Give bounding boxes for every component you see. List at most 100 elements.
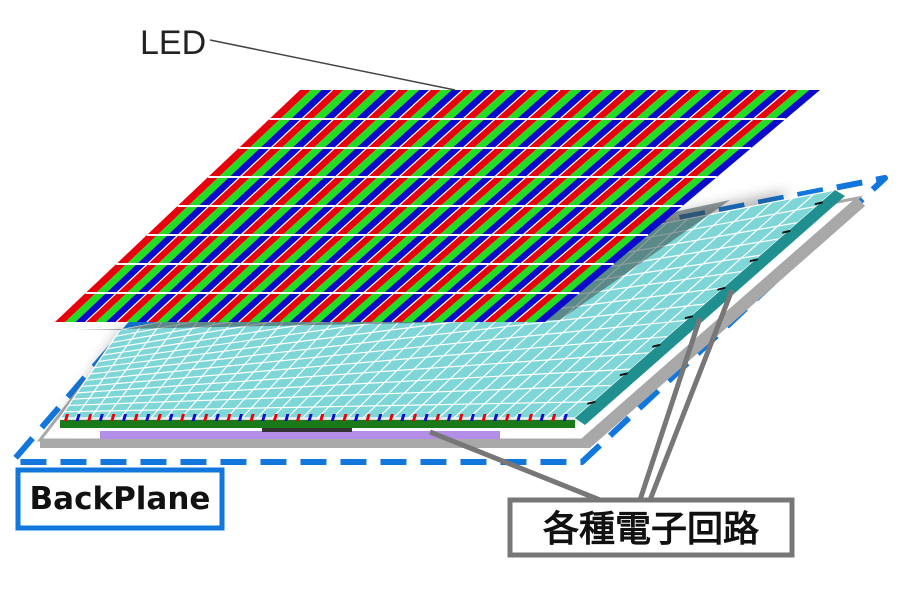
- led-subpixel: [199, 206, 241, 235]
- backplane-label-box: BackPlane: [15, 467, 225, 531]
- led-subpixel: [320, 293, 364, 322]
- led-subpixel: [271, 235, 314, 264]
- side-tick: [587, 400, 596, 405]
- led-subpixel: [486, 264, 531, 293]
- led-subpixel: [452, 119, 496, 148]
- led-subpixel: [425, 264, 469, 293]
- led-subpixel: [515, 148, 560, 177]
- led-subpixel: [136, 293, 179, 322]
- pin-tick: [249, 414, 255, 421]
- pin-tick: [261, 414, 267, 421]
- led-subpixel: [373, 264, 417, 293]
- led-subpixel: [452, 90, 495, 119]
- led-subpixel: [678, 90, 723, 119]
- led-subpixel: [598, 177, 643, 206]
- led-subpixel: [272, 177, 315, 206]
- tft-grid-line: [68, 384, 613, 407]
- led-subpixel: [494, 148, 538, 177]
- led-subpixel: [495, 119, 539, 148]
- led-subpixel: [522, 206, 567, 235]
- led-subpixel: [335, 177, 378, 206]
- led-subpixel: [230, 235, 273, 264]
- led-subpixel: [587, 177, 633, 206]
- led-subpixel: [619, 177, 664, 206]
- pin-tick: [133, 414, 139, 421]
- led-subpixel: [602, 90, 647, 119]
- led-subpixel: [616, 206, 662, 235]
- led-subpixel: [591, 119, 636, 148]
- led-subpixel: [533, 206, 578, 235]
- pin-tick: [412, 414, 417, 421]
- led-subpixel: [323, 235, 367, 264]
- led-subpixel: [146, 293, 189, 322]
- led-subpixel: [441, 119, 485, 148]
- led-subpixel: [428, 206, 473, 235]
- led-subpixel: [538, 264, 583, 293]
- pin-tick: [98, 414, 104, 421]
- led-subpixel: [289, 293, 333, 322]
- led-subpixel: [481, 206, 525, 235]
- led-subpixel: [157, 293, 199, 322]
- led-subpixel: [146, 206, 188, 235]
- led-subpixel: [363, 264, 407, 293]
- led-subpixel: [559, 90, 604, 119]
- led-subpixel: [501, 206, 546, 235]
- backplane-label: BackPlane: [30, 481, 211, 517]
- led-subpixel: [627, 206, 672, 235]
- led-subpixel: [572, 235, 617, 264]
- led-subpixel: [167, 293, 210, 322]
- led-subpixel: [240, 177, 283, 206]
- side-pin-ticks: [587, 201, 823, 405]
- led-subpixel: [493, 177, 537, 206]
- led-subpixel: [548, 119, 592, 148]
- led-subpixel: [497, 264, 542, 293]
- led-subpixel: [270, 264, 314, 293]
- led-subpixel: [269, 90, 311, 119]
- led-subpixel: [261, 148, 303, 177]
- led-subpixel: [463, 119, 506, 148]
- circuits-leader-line-1: [429, 429, 601, 503]
- led-subpixel: [354, 235, 398, 264]
- led-subpixel: [468, 235, 513, 264]
- led-subpixel: [366, 177, 410, 206]
- led-subpixel: [95, 293, 138, 322]
- led-subpixel: [353, 264, 397, 293]
- led-subpixel: [537, 119, 582, 148]
- led-subpixel: [595, 206, 641, 235]
- led-subpixel: [404, 264, 448, 293]
- led-subpixel: [387, 206, 430, 235]
- pin-tick: [180, 414, 185, 421]
- led-subpixel: [340, 293, 384, 322]
- led-subpixel: [564, 206, 609, 235]
- pin-tick: [296, 414, 301, 421]
- led-subpixel: [640, 177, 686, 206]
- led-subpixel: [249, 293, 292, 322]
- led-subpixel: [506, 90, 550, 119]
- tft-grid-line: [77, 352, 650, 394]
- led-subpixel: [209, 264, 251, 293]
- led-subpixel: [106, 293, 148, 322]
- led-subpixel: [272, 206, 315, 235]
- pin-tick: [64, 414, 69, 421]
- led-subpixel: [209, 177, 251, 206]
- led-subpixel: [548, 264, 593, 293]
- led-subpixel: [332, 264, 376, 293]
- led-subpixel: [406, 235, 450, 264]
- led-subpixel: [430, 90, 474, 119]
- led-subpixel: [333, 235, 377, 264]
- led-subpixel: [314, 177, 357, 206]
- led-subpixel: [581, 90, 625, 119]
- led-column-separator: [146, 89, 398, 323]
- led-subpixel: [250, 264, 293, 293]
- pin-tick: [481, 414, 487, 421]
- led-subpixel: [547, 148, 592, 177]
- led-subpixel: [742, 90, 788, 119]
- led-subpixel: [439, 206, 483, 235]
- led-subpixel: [580, 119, 625, 148]
- pin-tick: [307, 414, 313, 421]
- led-subpixel: [473, 293, 518, 322]
- led-subpixel: [366, 119, 410, 148]
- led-subpixel: [218, 293, 261, 322]
- led-subpixel: [473, 148, 517, 177]
